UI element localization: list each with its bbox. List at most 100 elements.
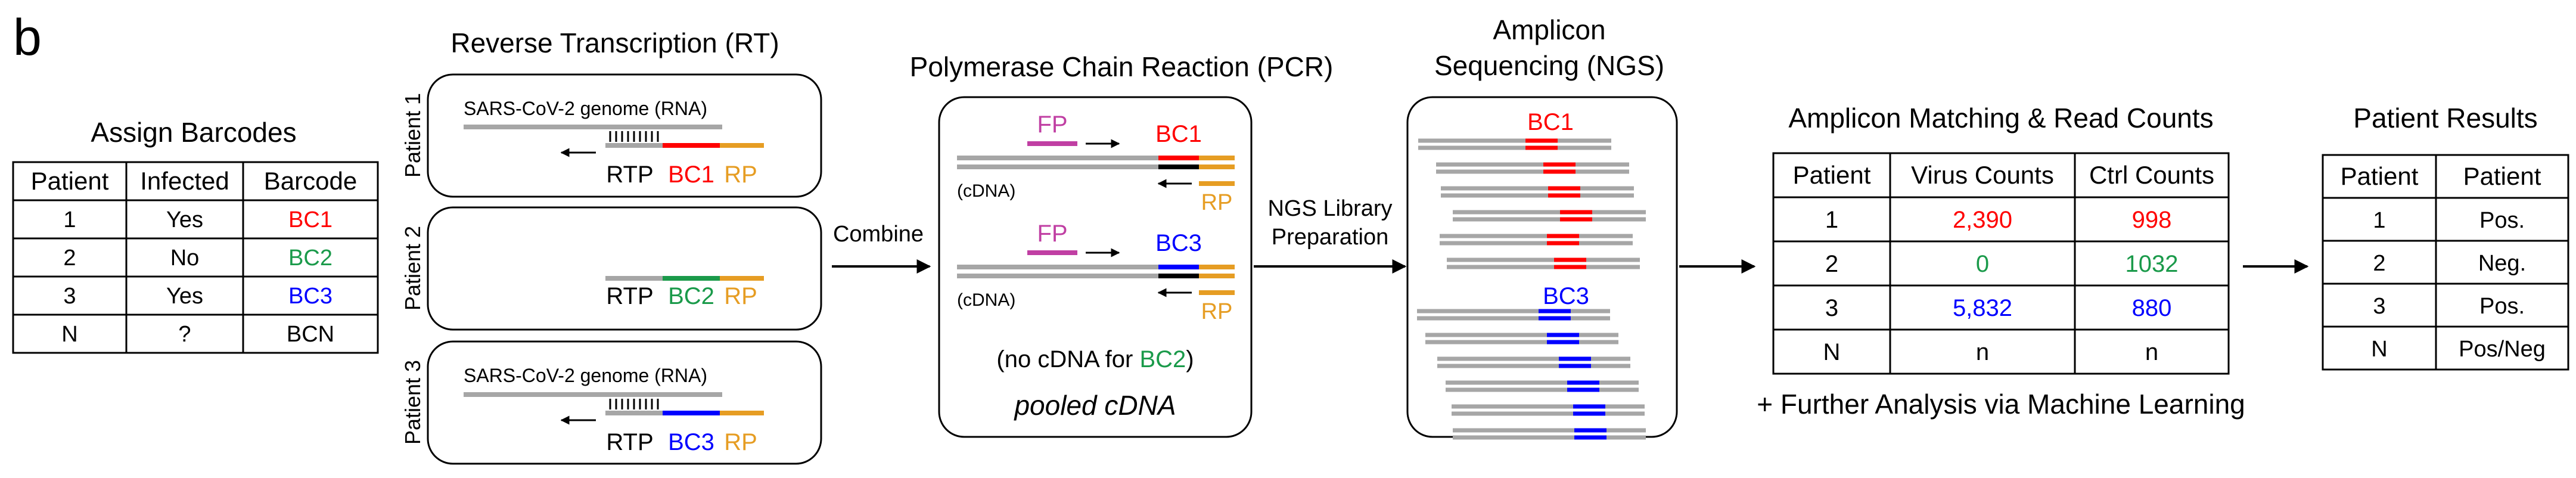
barcodes-table	[12, 161, 379, 354]
barcodes-row-4-barcode: BCN	[287, 322, 334, 347]
ngs-read-bc3-pair	[1453, 428, 1646, 440]
ngs-prep-line1: NGS Library	[1267, 196, 1392, 221]
barcodes-row-4-patient: N	[61, 322, 77, 347]
rt-patient-2: Patient 2 RTP BC2 RP	[400, 206, 822, 331]
matching-header-patient: Patient	[1793, 161, 1871, 189]
rt-patient-1-bc: BC1	[668, 162, 714, 188]
ngs-prep-step: NGS Library Preparation	[1254, 196, 1407, 274]
ngs-read-bc3-pair	[1425, 333, 1618, 344]
rt-patient-3-bc: BC3	[668, 429, 714, 455]
matching-row-3-virus: 5,832	[1953, 295, 2012, 321]
ngs-title-line1: Amplicon	[1493, 14, 1605, 45]
ngs-read-bc1-pair	[1418, 138, 1611, 150]
ngs-read-bc3-pair	[1437, 356, 1630, 368]
rt-patient-2-rtp: RTP	[606, 283, 653, 309]
results-header-patient: Patient	[2341, 162, 2419, 190]
rt-patient-3: Patient 3 SARS-CoV-2 genome (RNA) RTP BC…	[400, 340, 822, 465]
pcr-bc-top: BC1	[1155, 121, 1202, 147]
barcodes-row-1-patient: 1	[63, 207, 76, 232]
results-section: Patient Results Patient Patient 1 Pos. 2…	[2322, 103, 2569, 371]
rt-patient-3-rtp: RTP	[606, 429, 653, 455]
matching-row-4-virus: n	[1976, 339, 1989, 365]
matching-section: Amplicon Matching & Read Counts Patient …	[1757, 103, 2245, 420]
rt-section: Reverse Transcription (RT) Patient 1 SAR…	[400, 27, 822, 465]
ngs-read-bc3-pair	[1417, 309, 1610, 321]
results-header-result: Patient	[2463, 162, 2541, 190]
matching-row-1-patient: 1	[1825, 207, 1838, 233]
results-row-1-patient: 1	[2373, 208, 2385, 233]
rt-patient-2-rp: RP	[724, 283, 757, 309]
rt-patient-1-genome: SARS-CoV-2 genome (RNA)	[464, 98, 707, 119]
rt-patient-2-box	[427, 206, 822, 331]
rt-patient-3-rp: RP	[724, 429, 757, 455]
ngs-read-bc1-pair	[1441, 186, 1634, 198]
ngs-reads-bc1	[1418, 138, 1646, 269]
ngs-read-bc1-pair	[1436, 162, 1629, 174]
ngs-bc-bottom: BC3	[1543, 283, 1589, 309]
pcr-cdna-top: (cDNA)	[957, 181, 1015, 201]
results-row-2-result: Neg.	[2478, 251, 2526, 276]
rt-title: Reverse Transcription (RT)	[450, 27, 779, 58]
results-row-1-result: Pos.	[2479, 208, 2525, 233]
rt-patient-2-bc: BC2	[668, 283, 714, 309]
pcr-cdna-bottom: (cDNA)	[957, 290, 1015, 310]
matching-header-virus: Virus Counts	[1911, 161, 2054, 189]
pcr-bc-bottom: BC3	[1155, 230, 1202, 256]
ngs-reads-bc3	[1417, 309, 1646, 440]
rt-patient-3-label: Patient 3	[400, 360, 425, 445]
matching-row-3-ctrl: 880	[2132, 295, 2172, 321]
matching-row-3-patient: 3	[1825, 295, 1838, 321]
rt-patient-1-rtp: RTP	[606, 162, 653, 188]
ngs-title-line2: Sequencing (NGS)	[1434, 50, 1664, 81]
barcodes-row-2-infected: No	[170, 246, 200, 271]
results-row-3-patient: 3	[2373, 294, 2385, 319]
barcodes-row-2-barcode: BC2	[288, 246, 333, 271]
barcodes-section: Assign Barcodes Patient Infected Barcode…	[12, 117, 379, 354]
matching-row-1-virus: 2,390	[1953, 207, 2012, 233]
barcodes-header-infected: Infected	[140, 167, 229, 195]
matching-row-2-virus: 0	[1976, 251, 1989, 277]
rt-patient-1-hybrid-ticks	[609, 131, 659, 142]
barcodes-header-barcode: Barcode	[264, 167, 357, 195]
rt-patient-3-genome: SARS-CoV-2 genome (RNA)	[464, 365, 707, 386]
ngs-read-bc1-pair	[1447, 257, 1640, 269]
results-row-4-result: Pos/Neg	[2459, 337, 2546, 362]
pcr-rp-top: RP	[1201, 190, 1233, 215]
matching-table	[1772, 152, 2230, 375]
matching-row-2-ctrl: 1032	[2126, 251, 2179, 277]
matching-row-2-patient: 2	[1825, 251, 1838, 277]
panel-label: b	[13, 9, 42, 66]
results-row-3-result: Pos.	[2479, 294, 2525, 319]
ngs-read-bc3-pair	[1446, 380, 1639, 392]
barcodes-row-1-barcode: BC1	[288, 207, 333, 232]
ngs-read-bc1-pair	[1453, 210, 1646, 222]
rt-patient-1-rp: RP	[724, 162, 757, 188]
pcr-rp-bottom: RP	[1201, 299, 1233, 324]
barcodes-row-1-infected: Yes	[166, 207, 203, 232]
pcr-title: Polymerase Chain Reaction (PCR)	[910, 51, 1334, 82]
combine-label: Combine	[833, 222, 924, 247]
results-row-2-patient: 2	[2373, 251, 2385, 276]
barcodes-title: Assign Barcodes	[91, 117, 296, 148]
barcodes-row-4-infected: ?	[178, 322, 191, 347]
matching-header-ctrl: Ctrl Counts	[2089, 161, 2214, 189]
barcodes-row-3-infected: Yes	[166, 284, 203, 309]
results-title: Patient Results	[2353, 103, 2537, 134]
barcodes-row-3-patient: 3	[63, 284, 76, 309]
ngs-read-bc3-pair	[1452, 404, 1645, 416]
matching-title: Amplicon Matching & Read Counts	[1788, 103, 2213, 134]
ngs-prep-line2: Preparation	[1272, 225, 1388, 250]
results-table	[2322, 154, 2569, 371]
matching-footer: + Further Analysis via Machine Learning	[1757, 389, 2245, 420]
ngs-read-bc1-pair	[1440, 234, 1633, 246]
barcodes-row-3-barcode: BC3	[288, 284, 333, 309]
barcodes-row-2-patient: 2	[63, 246, 76, 271]
pcr-box	[938, 96, 1253, 438]
barcodes-header-patient: Patient	[31, 167, 109, 195]
rt-patient-1-label: Patient 1	[400, 93, 425, 178]
ngs-bc-top: BC1	[1527, 109, 1574, 135]
pcr-fp-top: FP	[1037, 111, 1067, 138]
matching-row-4-ctrl: n	[2145, 339, 2158, 365]
pcr-section: Polymerase Chain Reaction (PCR) FP BC1 (…	[910, 51, 1334, 438]
